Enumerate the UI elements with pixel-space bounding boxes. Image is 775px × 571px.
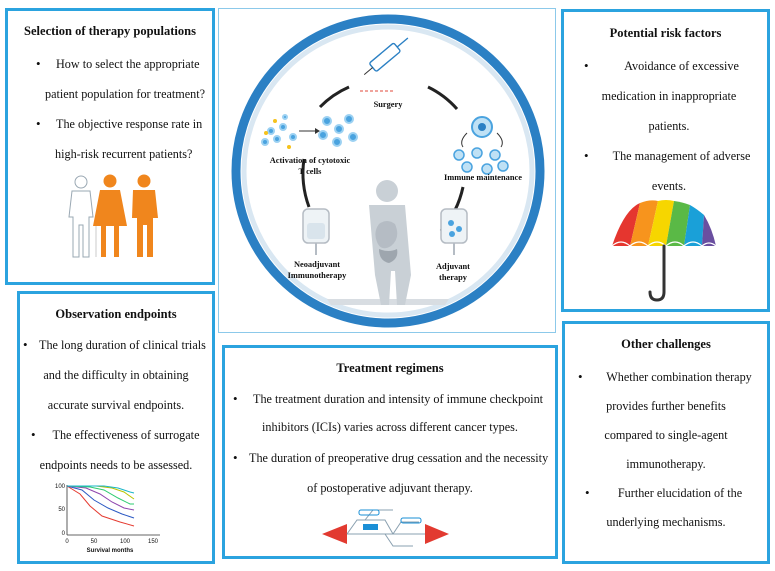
- bullet-text: Further elucidation of the: [617, 486, 743, 500]
- bullet-text: Avoidance of excessive: [624, 59, 739, 73]
- bullet: •: [578, 369, 583, 384]
- bullet-text: accurate survival endpoints.: [47, 398, 185, 412]
- bullet-text: patient population for treatment?: [45, 87, 206, 101]
- bullet-text: The effectiveness of surrogate: [52, 428, 200, 442]
- other-panel: Other challenges • Whether combination t…: [562, 321, 770, 564]
- km-xlabel: Survival months: [86, 548, 134, 554]
- bullet: •: [31, 427, 36, 442]
- activation-label-line2: T cells: [298, 167, 322, 176]
- panel-title: Treatment regimens: [336, 361, 444, 375]
- bullet: •: [36, 116, 41, 131]
- survival-curve-icon: [66, 485, 160, 536]
- bullet-text: endpoints needs to be assessed.: [39, 458, 193, 472]
- bullet-text: How to select the appropriate: [56, 57, 200, 71]
- km-xtick: 100: [119, 539, 130, 545]
- neoadjuvant-label-line1: Neoadjuvant: [293, 260, 341, 269]
- neoadjuvant-label-line2: Immunotherapy: [287, 271, 347, 280]
- risk-panel: Potential risk factors • Avoidance of ex…: [561, 9, 770, 312]
- treatment-panel: Treatment regimens • The treatment durat…: [222, 345, 558, 559]
- bullet-text: underlying mechanisms.: [606, 515, 726, 529]
- adjuvant-label-line1: Adjuvant: [436, 262, 470, 271]
- bullet-text: provides further benefits: [606, 399, 726, 413]
- cycle-figure: Surgery Activation of cytotoxic T cells …: [218, 8, 556, 333]
- bullet-text: The treatment duration and intensity of …: [253, 392, 544, 406]
- bullet: •: [585, 485, 590, 500]
- fishbone-icon: [322, 509, 449, 547]
- bullet-text: The long duration of clinical trials: [39, 338, 206, 352]
- bullet: •: [584, 58, 589, 73]
- bullet-text: events.: [651, 179, 687, 193]
- panel-title: Other challenges: [621, 337, 711, 351]
- selection-panel: Selection of therapy populations • How t…: [5, 8, 215, 285]
- bullet-text: The objective response rate in: [56, 117, 203, 131]
- immune-maintenance-label: Immune maintenance: [444, 173, 522, 182]
- cells-icon: [261, 114, 358, 149]
- bullet: •: [584, 148, 589, 163]
- panel-title: Observation endpoints: [55, 307, 177, 321]
- bullet: •: [233, 450, 238, 465]
- adjuvant-label-line2: therapy: [439, 273, 467, 282]
- surgery-label: Surgery: [373, 100, 403, 109]
- km-xtick: 50: [90, 539, 98, 545]
- bullet-text: high-risk recurrent patients?: [55, 147, 193, 161]
- syringe-icon: [360, 37, 409, 92]
- bullet-text: of postoperative adjuvant therapy.: [307, 481, 473, 495]
- activation-label-line1: Activation of cytotoxic: [269, 156, 351, 165]
- panel-title: Selection of therapy populations: [24, 24, 196, 38]
- bullet-text: Whether combination therapy: [606, 370, 752, 384]
- bullet-text: inhibitors (ICIs) varies across differen…: [262, 420, 518, 434]
- km-ytick: 50: [58, 507, 65, 513]
- bullet-text: patients.: [648, 119, 690, 133]
- bullet-text: The management of adverse: [612, 149, 751, 163]
- bullet-text: The duration of preoperative drug cessat…: [249, 451, 549, 465]
- bullet-text: and the difficulty in obtaining: [43, 368, 189, 382]
- km-ytick: 100: [54, 484, 65, 490]
- bullet-text: immunotherapy.: [626, 457, 706, 471]
- km-xtick: 150: [147, 539, 158, 545]
- panel-title: Potential risk factors: [609, 26, 722, 40]
- human-body-icon: [369, 180, 411, 305]
- bullet-text: medication in inappropriate: [601, 89, 737, 103]
- iv-bag-icon: [302, 208, 468, 255]
- bullet-text: compared to single-agent: [604, 428, 728, 442]
- km-ytick: 0: [61, 531, 65, 537]
- bullet: •: [233, 391, 238, 406]
- people-icon: [68, 174, 158, 258]
- bullet: •: [36, 56, 41, 71]
- umbrella-icon: [611, 200, 717, 302]
- cells-icon: [453, 116, 509, 175]
- km-xtick: 0: [65, 539, 69, 545]
- bullet: •: [23, 337, 28, 352]
- observation-panel: Observation endpoints • The long duratio…: [17, 291, 215, 564]
